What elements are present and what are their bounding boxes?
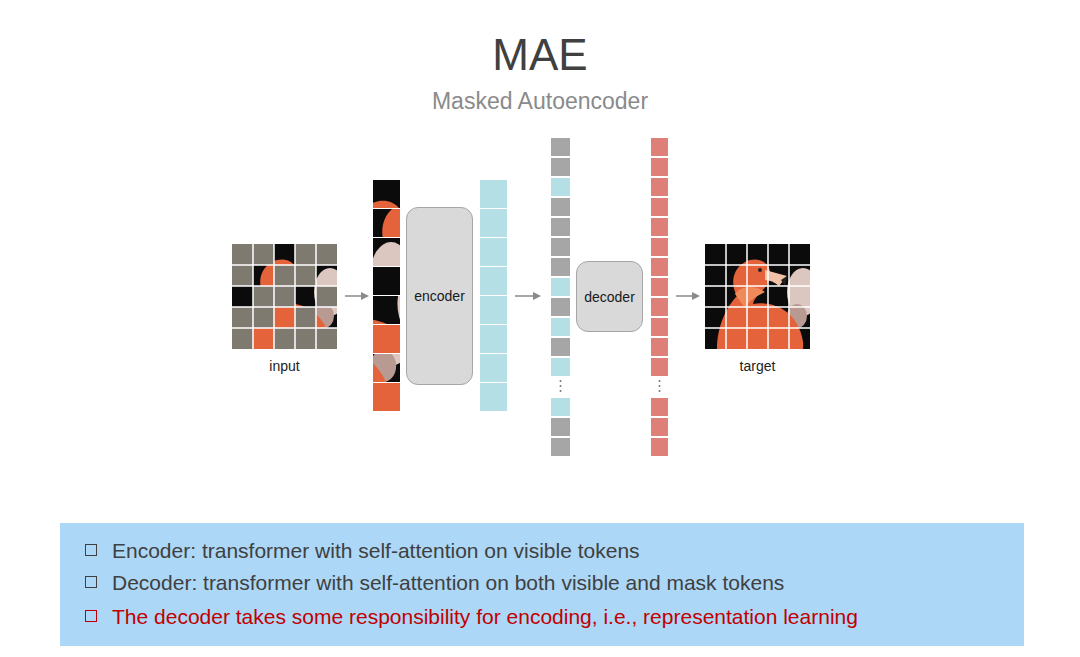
title: MAE: [0, 30, 1080, 80]
bullet-text: Encoder: transformer with self-attention…: [112, 539, 640, 563]
subtitle: Masked Autoencoder: [0, 88, 1080, 114]
visible-patches: [265, 180, 520, 411]
bullet-text: Decoder: transformer with self-attention…: [112, 571, 784, 595]
decoder-box: decoder: [576, 261, 643, 332]
target-image-node: target: [705, 244, 810, 349]
bullet-text: The decoder takes some responsibility fo…: [112, 605, 858, 629]
input-image: input: [232, 244, 337, 349]
note-panel: Encoder: transformer with self-attention…: [60, 523, 1024, 646]
image-caption: input: [269, 358, 299, 374]
box-label: encoder: [409, 288, 470, 304]
target-image: [705, 244, 819, 349]
decoded-tokens: [651, 138, 668, 456]
box-label: decoder: [579, 289, 640, 305]
token-sequence: [551, 138, 570, 456]
encoder-box: encoder: [406, 207, 473, 385]
masked-input-image: [232, 244, 346, 349]
image-caption: target: [740, 358, 776, 374]
encoded-tokens: [480, 180, 507, 411]
